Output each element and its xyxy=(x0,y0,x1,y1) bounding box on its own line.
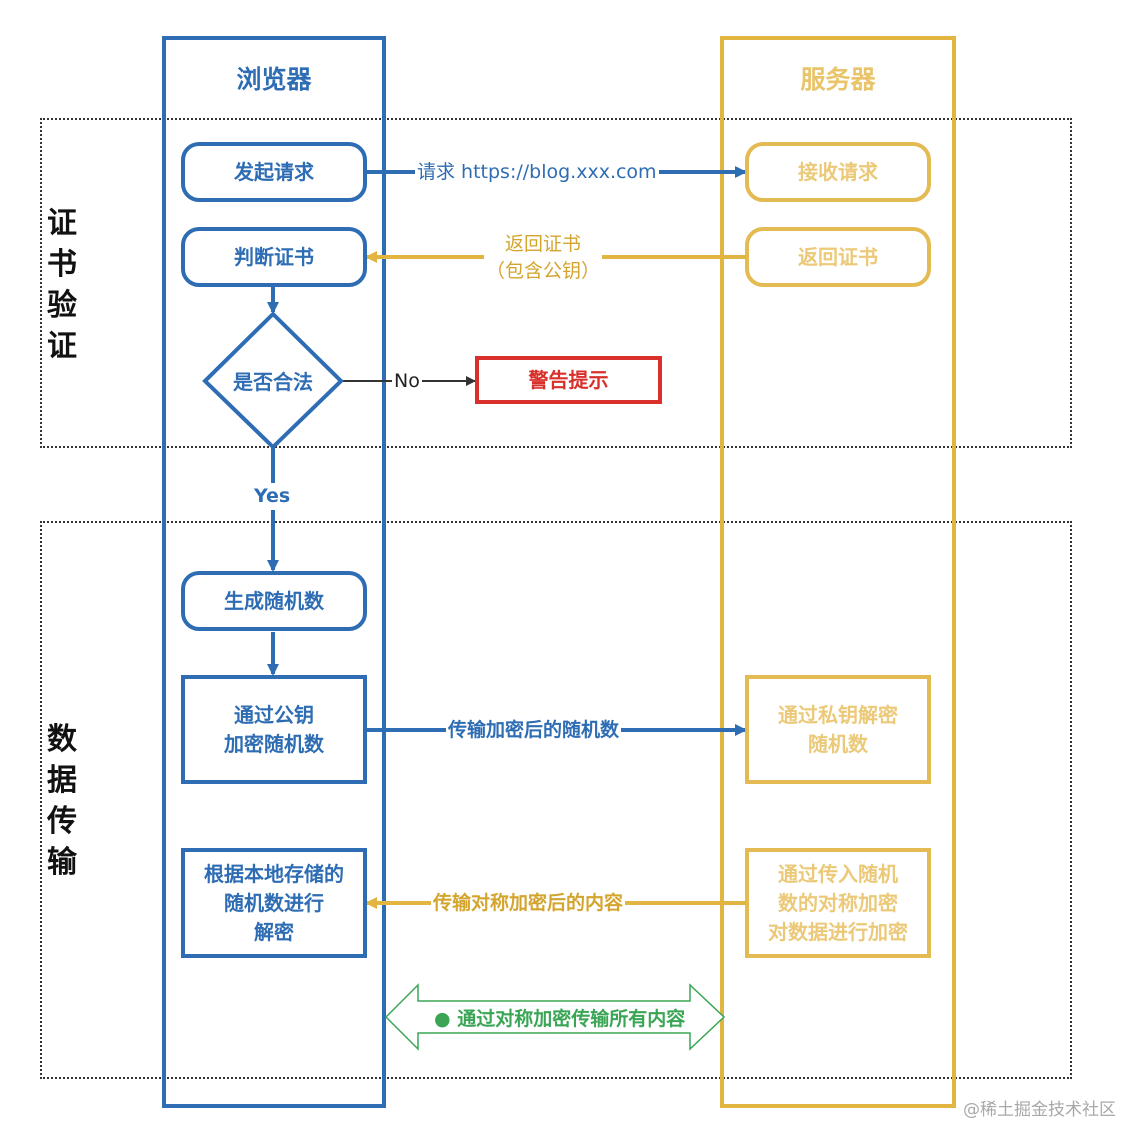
cert-label-char: 证 xyxy=(47,329,77,364)
all-content-label: ● 通过对称加密传输所有内容 xyxy=(434,1004,685,1031)
browser-lane-title: 浏览器 xyxy=(236,65,312,94)
data-label-char: 输 xyxy=(47,845,77,880)
request-edge-label: 请求 https://blog.xxx.com xyxy=(415,159,659,186)
gen-random-node: 生成随机数 xyxy=(181,571,367,631)
double-arrow xyxy=(384,983,726,1051)
encrypt-sym-node: 通过传入随机 数的对称加密 对数据进行加密 xyxy=(745,848,931,958)
data-label-char: 数 xyxy=(47,722,77,757)
cert-label-char: 验 xyxy=(47,288,77,323)
all-content-text: 通过对称加密传输所有内容 xyxy=(457,1008,686,1030)
server-lane-title: 服务器 xyxy=(800,65,876,94)
data-label-char: 传 xyxy=(47,804,77,839)
encrypted-random-edge-label: 传输加密后的随机数 xyxy=(446,717,622,744)
is-valid-diamond xyxy=(202,311,344,450)
decrypt-local-node: 根据本地存储的 随机数进行 解密 xyxy=(181,848,367,958)
judge-cert-node: 判断证书 xyxy=(181,227,367,287)
yes-edge-label: Yes xyxy=(252,483,293,510)
cert-label-char: 书 xyxy=(47,247,77,282)
no-edge-label: No xyxy=(392,368,422,395)
send-request-node: 发起请求 xyxy=(181,142,367,202)
browser-lane: 浏览器 xyxy=(162,36,386,1108)
warning-node: 警告提示 xyxy=(475,356,662,404)
watermark: @稀土掘金技术社区 xyxy=(963,1100,1116,1120)
data-section-label: 数 据 传 输 xyxy=(42,719,82,883)
sym-content-edge-label: 传输对称加密后的内容 xyxy=(431,890,626,917)
cert-verification-section xyxy=(40,118,1072,448)
receive-request-node: 接收请求 xyxy=(745,142,931,202)
return-cert-edge-label: 返回证书 （包含公钥） xyxy=(484,231,603,285)
cert-section-label: 证 书 验 证 xyxy=(42,203,82,367)
decrypt-privkey-node: 通过私钥解密 随机数 xyxy=(745,675,931,784)
return-cert-node: 返回证书 xyxy=(745,227,931,287)
encrypt-pubkey-node: 通过公钥 加密随机数 xyxy=(181,675,367,784)
is-valid-label: 是否合法 xyxy=(233,370,313,394)
cert-label-char: 证 xyxy=(47,206,77,241)
server-lane: 服务器 xyxy=(720,36,956,1108)
bullet-dot-icon: ● xyxy=(434,1008,451,1030)
data-label-char: 据 xyxy=(47,763,77,798)
data-transfer-section xyxy=(40,521,1072,1079)
